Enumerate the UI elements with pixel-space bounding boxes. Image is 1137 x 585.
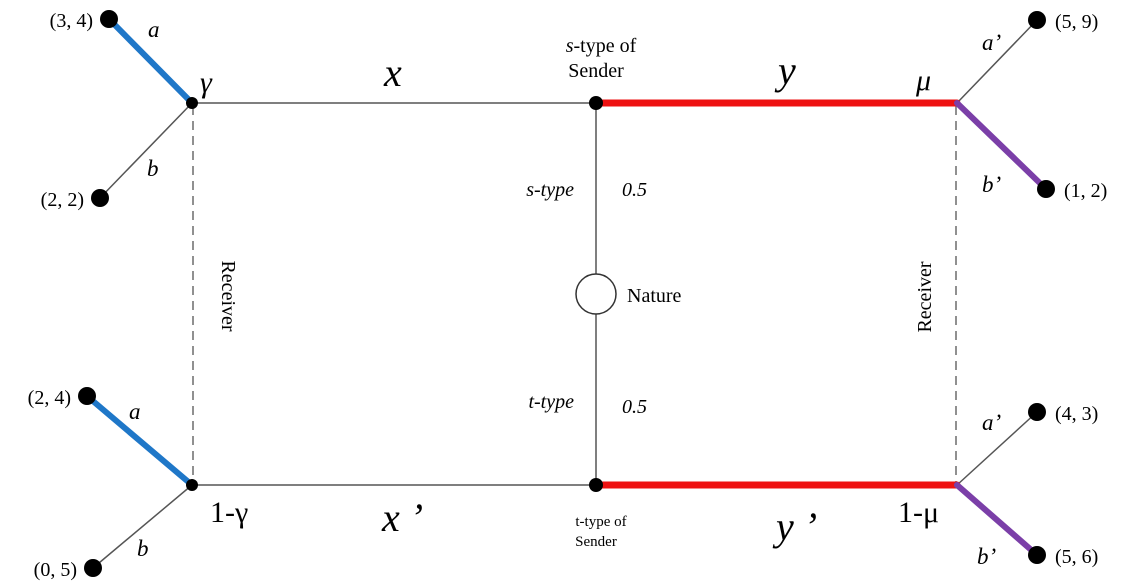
terminal-bottom-right-b [1028, 546, 1046, 564]
terminal-top-left-b [91, 189, 109, 207]
edge-b-bottom-left [92, 484, 193, 569]
receiver-labels: Receiver Receiver [217, 260, 936, 332]
node-receiver-bottom-left [186, 479, 198, 491]
edge-a-top-left [106, 16, 195, 106]
label-t-type: t-type [528, 391, 574, 413]
label-x-prime: x ’ [381, 495, 423, 540]
label-a-top-left: a [148, 17, 160, 42]
terminal-top-right-b [1037, 180, 1055, 198]
payoff-top-left-a: (3, 4) [50, 10, 93, 32]
terminal-bottom-left-a [78, 387, 96, 405]
edge-a-top-right [956, 19, 1038, 104]
edge-b-top-right [954, 100, 1049, 192]
info-set-right-label: Receiver [914, 261, 936, 332]
label-b-top-right: b’ [982, 172, 1001, 197]
payoff-bottom-right-b: (5, 6) [1055, 546, 1098, 568]
label-a-bottom-left: a [129, 399, 141, 424]
terminal-bottom-right-a [1028, 403, 1046, 421]
thin-edges [92, 19, 1038, 569]
terminal-top-right-a [1028, 11, 1046, 29]
label-nature: Nature [627, 285, 682, 307]
node-receiver-top-left [186, 97, 198, 109]
nature-node [575, 273, 617, 315]
sender-labels: s-type of Sender t-type of Sender [566, 35, 637, 550]
payoff-top-right-a: (5, 9) [1055, 11, 1098, 33]
node-sender-s [589, 96, 603, 110]
edge-a-bottom-left [84, 393, 195, 488]
edge-b-top-left [99, 102, 193, 199]
label-b-bottom-left: b [137, 536, 149, 561]
label-b-bottom-right: b’ [977, 544, 996, 569]
label-b-top-left: b [147, 156, 159, 181]
label-s-type: s-type [526, 179, 574, 201]
node-sender-t [589, 478, 603, 492]
label-prob-t: 0.5 [622, 396, 647, 418]
thick-edges [84, 16, 1049, 558]
payoff-top-left-b: (2, 2) [41, 189, 84, 211]
payoff-bottom-left-a: (2, 4) [28, 387, 71, 409]
label-a-bottom-right: a’ [982, 410, 1001, 435]
sender-t-label-line1: t-type of [575, 514, 626, 530]
belief-labels: γ 1-γ μ 1-μ [200, 64, 939, 529]
sender-s-label-line1: s-type of [566, 35, 637, 57]
message-labels: x x ’ y y ’ [381, 48, 817, 549]
terminal-top-left-a [100, 10, 118, 28]
label-y-prime: y ’ [772, 504, 817, 549]
label-prob-s: 0.5 [622, 179, 647, 201]
action-labels: a b a b a’ b’ a’ b’ [129, 17, 1001, 569]
sender-t-label-line2: Sender [575, 534, 617, 550]
payoff-labels: (3, 4) (2, 2) (2, 4) (0, 5) (5, 9) (1, 2… [28, 10, 1108, 581]
decision-nodes [186, 96, 603, 492]
sender-s-label-line2: Sender [568, 60, 624, 82]
terminal-nodes [78, 10, 1055, 577]
edge-a-bottom-right [956, 411, 1038, 486]
payoff-top-right-b: (1, 2) [1064, 180, 1107, 202]
label-a-top-right: a’ [982, 30, 1001, 55]
information-sets [192, 106, 957, 482]
belief-one-minus-gamma: 1-γ [210, 496, 248, 529]
belief-gamma: γ [200, 66, 213, 99]
label-y: y [774, 48, 796, 93]
payoff-bottom-left-b: (0, 5) [34, 559, 77, 581]
label-x: x [383, 50, 402, 95]
edge-b-bottom-right [954, 482, 1040, 558]
belief-one-minus-mu: 1-μ [898, 496, 939, 529]
nature-labels: s-type 0.5 t-type 0.5 Nature [526, 179, 681, 418]
terminal-bottom-left-b [84, 559, 102, 577]
info-set-left-label: Receiver [217, 260, 239, 331]
belief-mu: μ [915, 64, 931, 97]
payoff-bottom-right-a: (4, 3) [1055, 403, 1098, 425]
